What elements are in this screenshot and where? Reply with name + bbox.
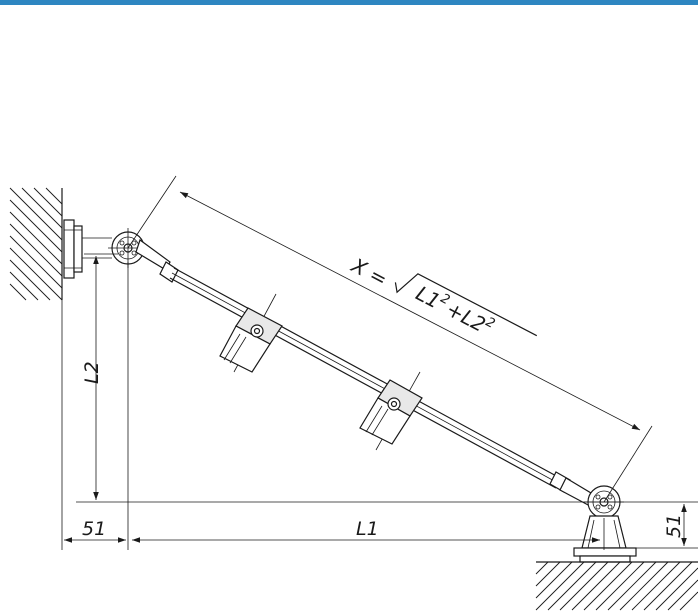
formula-term1: L1 (412, 281, 444, 313)
dimension-offset-left: 51 (64, 518, 126, 543)
dimension-l2: L2 (81, 253, 118, 500)
dimension-l2-label: L2 (81, 361, 103, 384)
dimension-offset-right-label: 51 (663, 514, 685, 538)
dimension-x (127, 175, 653, 503)
formula-lhs: X = (347, 253, 392, 292)
panel-clamp-2 (359, 371, 423, 451)
upper-joint (108, 228, 148, 268)
left-wall-bracket (63, 219, 112, 279)
panel-clamp-1 (219, 293, 283, 373)
dimension-offset-right: 51 (636, 504, 698, 549)
left-wall (9, 187, 63, 301)
svg-text:L12+L22: L12+L22 (412, 280, 497, 341)
header-rule (0, 0, 698, 5)
dimension-offset-left-label: 51 (82, 518, 106, 540)
formula-x: X = L12+L22 (347, 253, 538, 341)
dimension-l1: L1 (132, 518, 605, 550)
left-wall-hatching (9, 187, 63, 301)
dimension-l1-label: L1 (356, 518, 379, 540)
floor-hatching (535, 561, 698, 611)
